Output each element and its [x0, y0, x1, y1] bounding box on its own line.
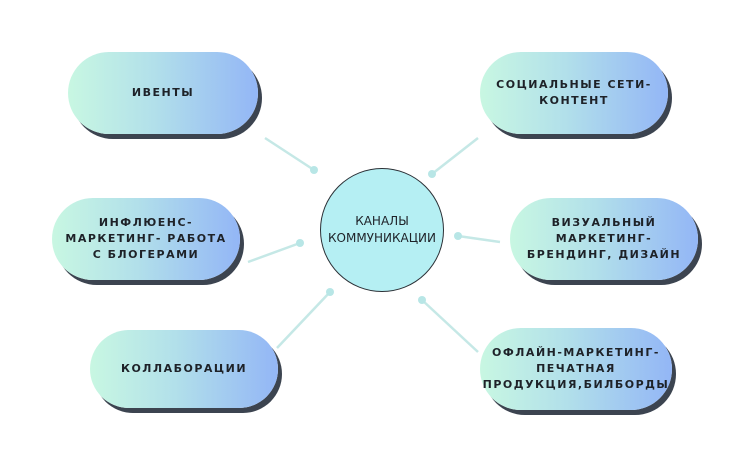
connector-dot: [310, 166, 318, 174]
connector-social: [431, 137, 479, 175]
connector-dot: [296, 239, 304, 247]
channel-events: ИВЕНТЫ: [68, 52, 258, 134]
channel-visual: ВИЗУАЛЬНЫЙ МАРКЕТИНГ- БРЕНДИНГ, ДИЗАЙН: [510, 198, 698, 280]
connector-collab: [276, 291, 331, 349]
channel-collab: КОЛЛАБОРАЦИИ: [90, 330, 278, 408]
channel-label: ИНФЛЮЕНС- МАРКЕТИНГ- РАБОТА С БЛОГЕРАМИ: [65, 216, 227, 261]
channel-label: ОФЛАЙН-МАРКЕТИНГ- ПЕЧАТНАЯ ПРОДУКЦИЯ,БИЛ…: [482, 346, 670, 391]
connector-influence: [247, 241, 301, 264]
connector-dot: [454, 232, 462, 240]
channel-label: КОЛЛАБОРАЦИИ: [120, 362, 248, 375]
connector-dot: [418, 296, 426, 304]
connector-dot: [326, 288, 334, 296]
channel-social: СОЦИАЛЬНЫЕ СЕТИ- КОНТЕНТ: [480, 52, 668, 134]
connector-events: [264, 136, 315, 172]
channel-influence: ИНФЛЮЕНС- МАРКЕТИНГ- РАБОТА С БЛОГЕРАМИ: [52, 198, 240, 280]
channel-label: СОЦИАЛЬНЫЕ СЕТИ- КОНТЕНТ: [496, 78, 652, 107]
connector-visual: [457, 234, 501, 244]
connector-dot: [428, 170, 436, 178]
channel-offline: ОФЛАЙН-МАРКЕТИНГ- ПЕЧАТНАЯ ПРОДУКЦИЯ,БИЛ…: [480, 328, 672, 410]
connector-offline: [421, 299, 479, 353]
center-label: КАНАЛЫ КОММУНИКАЦИИ: [328, 214, 436, 245]
channel-label: ИВЕНТЫ: [131, 86, 195, 99]
center-node: КАНАЛЫ КОММУНИКАЦИИ: [320, 168, 444, 292]
channel-label: ВИЗУАЛЬНЫЙ МАРКЕТИНГ- БРЕНДИНГ, ДИЗАЙН: [526, 216, 682, 261]
